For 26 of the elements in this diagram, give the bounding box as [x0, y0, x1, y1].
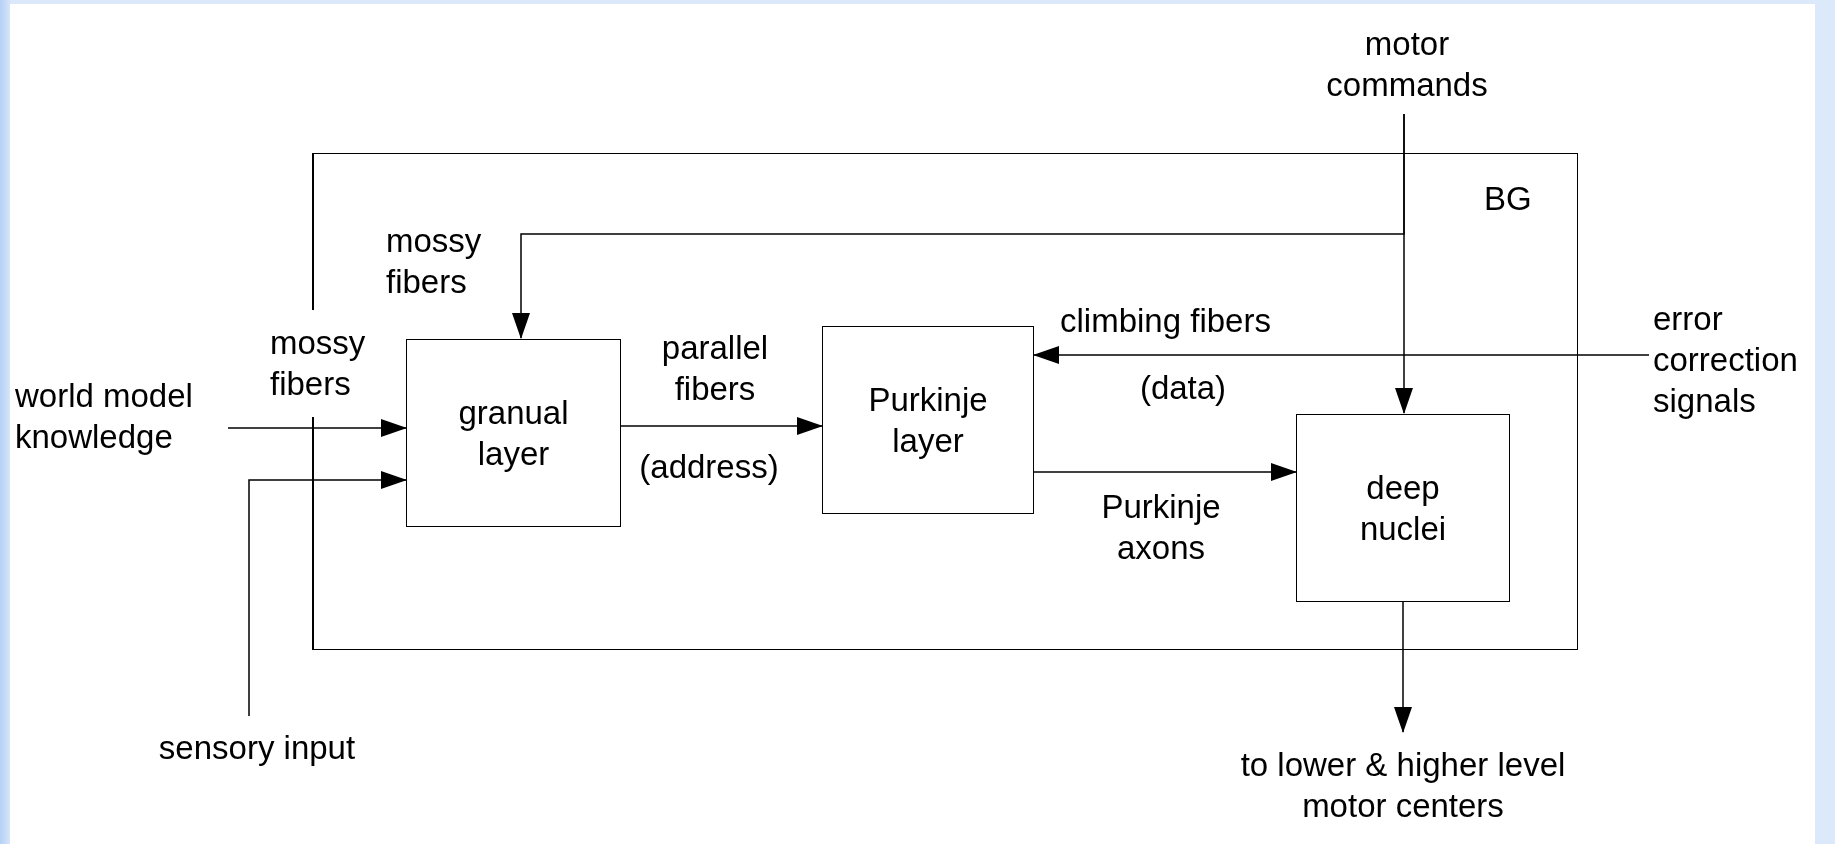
- arrow: [1394, 600, 1412, 733]
- node-text: to lower & higher level motor centers: [1239, 745, 1567, 826]
- edge-label: climbing fibers: [1060, 301, 1272, 341]
- region-label: BG: [1484, 179, 1532, 219]
- arrow: [248, 471, 407, 717]
- layer-box: [822, 326, 1034, 514]
- node-text: motor commands: [1325, 24, 1489, 105]
- node-text: deep nuclei: [1358, 468, 1448, 549]
- arrow: [1033, 346, 1650, 364]
- arrow: [1033, 463, 1297, 481]
- fiber-label: mossy fibers: [270, 323, 367, 404]
- node-text: world model knowledge: [15, 376, 194, 457]
- arrow: [620, 417, 823, 435]
- arrow: [512, 113, 1405, 339]
- signal-label: (data): [1138, 368, 1228, 408]
- node-text: sensory input: [158, 727, 356, 768]
- arrow: [227, 419, 407, 437]
- edge-label: parallel fibers: [660, 328, 770, 409]
- node-text: Purkinje layer: [867, 380, 989, 461]
- signal-label: (address): [638, 447, 780, 487]
- edge-label: Purkinje axons: [1100, 487, 1222, 568]
- node-text: error correction signals: [1653, 298, 1799, 421]
- node-text: granual layer: [457, 393, 570, 474]
- layer-box: [406, 339, 621, 527]
- edge-label: mossy fibers: [386, 221, 483, 302]
- nuclei-box: [1296, 414, 1510, 602]
